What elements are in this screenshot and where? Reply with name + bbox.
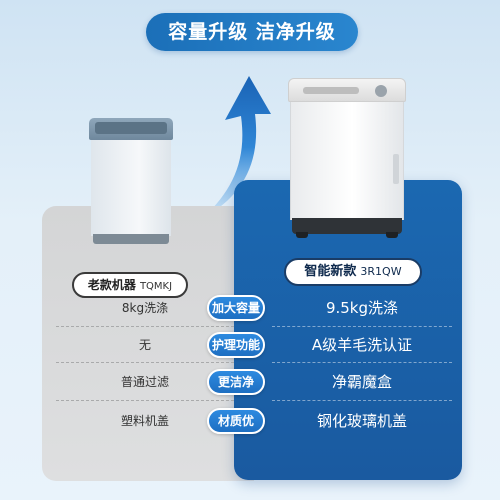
old-spec-care: 无 <box>138 338 151 352</box>
new-spec-filter: 净霸魔盒 <box>331 373 392 391</box>
headline-banner: 容量升级 洁净升级 <box>146 13 358 51</box>
badge-care: 护理功能 <box>207 332 265 358</box>
old-spec-capacity: 8kg洗涤 <box>121 301 169 315</box>
badge-capacity: 加大容量 <box>207 295 265 321</box>
row-divider <box>272 400 452 401</box>
new-washing-machine-image <box>288 78 406 238</box>
old-model-name: 老款机器 <box>87 278 136 292</box>
badge-clean: 更洁净 <box>207 369 265 395</box>
old-model-code: TQMKJ <box>139 281 173 292</box>
row-divider <box>56 326 234 327</box>
row-divider <box>272 326 452 327</box>
new-spec-capacity: 9.5kg洗涤 <box>325 299 399 317</box>
row-divider <box>272 362 452 363</box>
badge-material: 材质优 <box>207 408 265 434</box>
upward-curved-arrow-icon <box>203 76 271 218</box>
old-washing-machine-image <box>89 118 173 244</box>
new-spec-lid: 钢化玻璃机盖 <box>316 412 407 430</box>
row-divider <box>56 400 234 401</box>
new-spec-care: A级羊毛洗认证 <box>311 336 413 354</box>
row-divider <box>56 362 234 363</box>
old-spec-filter: 普通过滤 <box>120 375 169 389</box>
old-spec-lid: 塑料机盖 <box>120 414 169 428</box>
new-model-name: 智能新款 <box>304 264 357 279</box>
new-model-code: 3R1QW <box>360 265 402 278</box>
